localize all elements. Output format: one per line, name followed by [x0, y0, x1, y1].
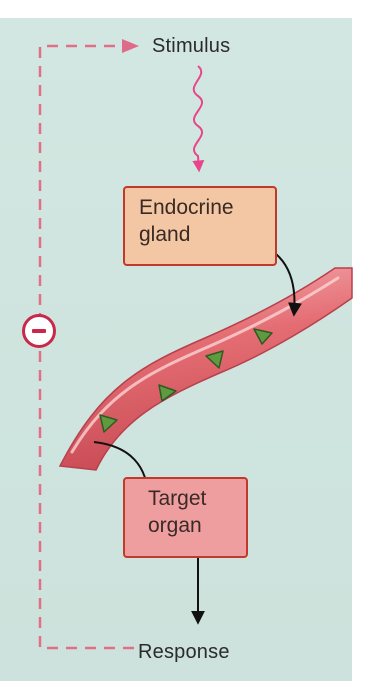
- target-organ-box: Target organ: [123, 477, 248, 558]
- blood-vessel: [60, 268, 352, 470]
- negative-feedback-sign: [22, 314, 56, 348]
- endocrine-gland-line1: Endocrine: [139, 194, 275, 221]
- stimulus-wave-arrow: [194, 66, 202, 170]
- endocrine-gland-box: Endocrine gland: [123, 186, 277, 266]
- stimulus-label: Stimulus: [152, 36, 230, 56]
- feedback-loop-line: [40, 46, 134, 648]
- endocrine-gland-line2: gland: [139, 221, 275, 248]
- target-organ-line2: organ: [148, 512, 246, 539]
- response-label: Response: [138, 642, 230, 662]
- minus-icon: [32, 329, 46, 333]
- feedback-arrowhead: [122, 39, 139, 53]
- target-organ-line1: Target: [148, 485, 246, 512]
